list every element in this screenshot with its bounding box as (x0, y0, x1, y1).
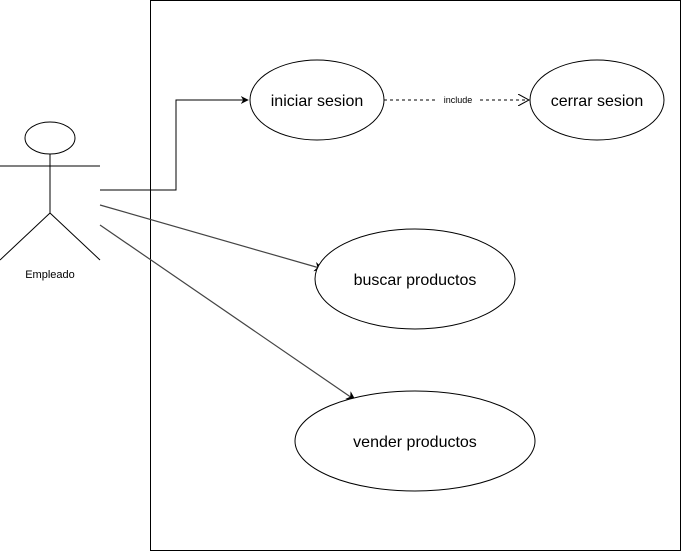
use-case-buscar-productos: buscar productos (314, 228, 516, 330)
actor-right-leg (49, 212, 101, 261)
use-case-iniciar-sesion: iniciar sesion (249, 59, 385, 141)
use-case-label: buscar productos (354, 272, 477, 289)
use-case-ellipse (529, 59, 665, 141)
actor-head (24, 121, 76, 155)
actor-left-leg (0, 212, 51, 261)
system-boundary (150, 0, 681, 551)
use-case-ellipse (249, 59, 385, 141)
include-label-bg (438, 93, 478, 105)
association-vender-productos (99, 224, 356, 401)
include-label: include (444, 95, 473, 105)
use-case-label: iniciar sesion (271, 93, 363, 110)
use-case-cerrar-sesion: cerrar sesion (529, 59, 665, 141)
use-case-label: vender productos (353, 434, 477, 451)
association-iniciar-sesion (100, 96, 249, 191)
actor-label: Empleado (25, 269, 75, 281)
use-case-label: cerrar sesion (551, 93, 643, 110)
use-case-ellipse (314, 228, 516, 330)
association-buscar-productos (99, 204, 324, 272)
use-case-vender-productos: vender productos (294, 390, 536, 492)
use-case-ellipse (294, 390, 536, 492)
actor-empleado: Empleado (0, 121, 101, 281)
